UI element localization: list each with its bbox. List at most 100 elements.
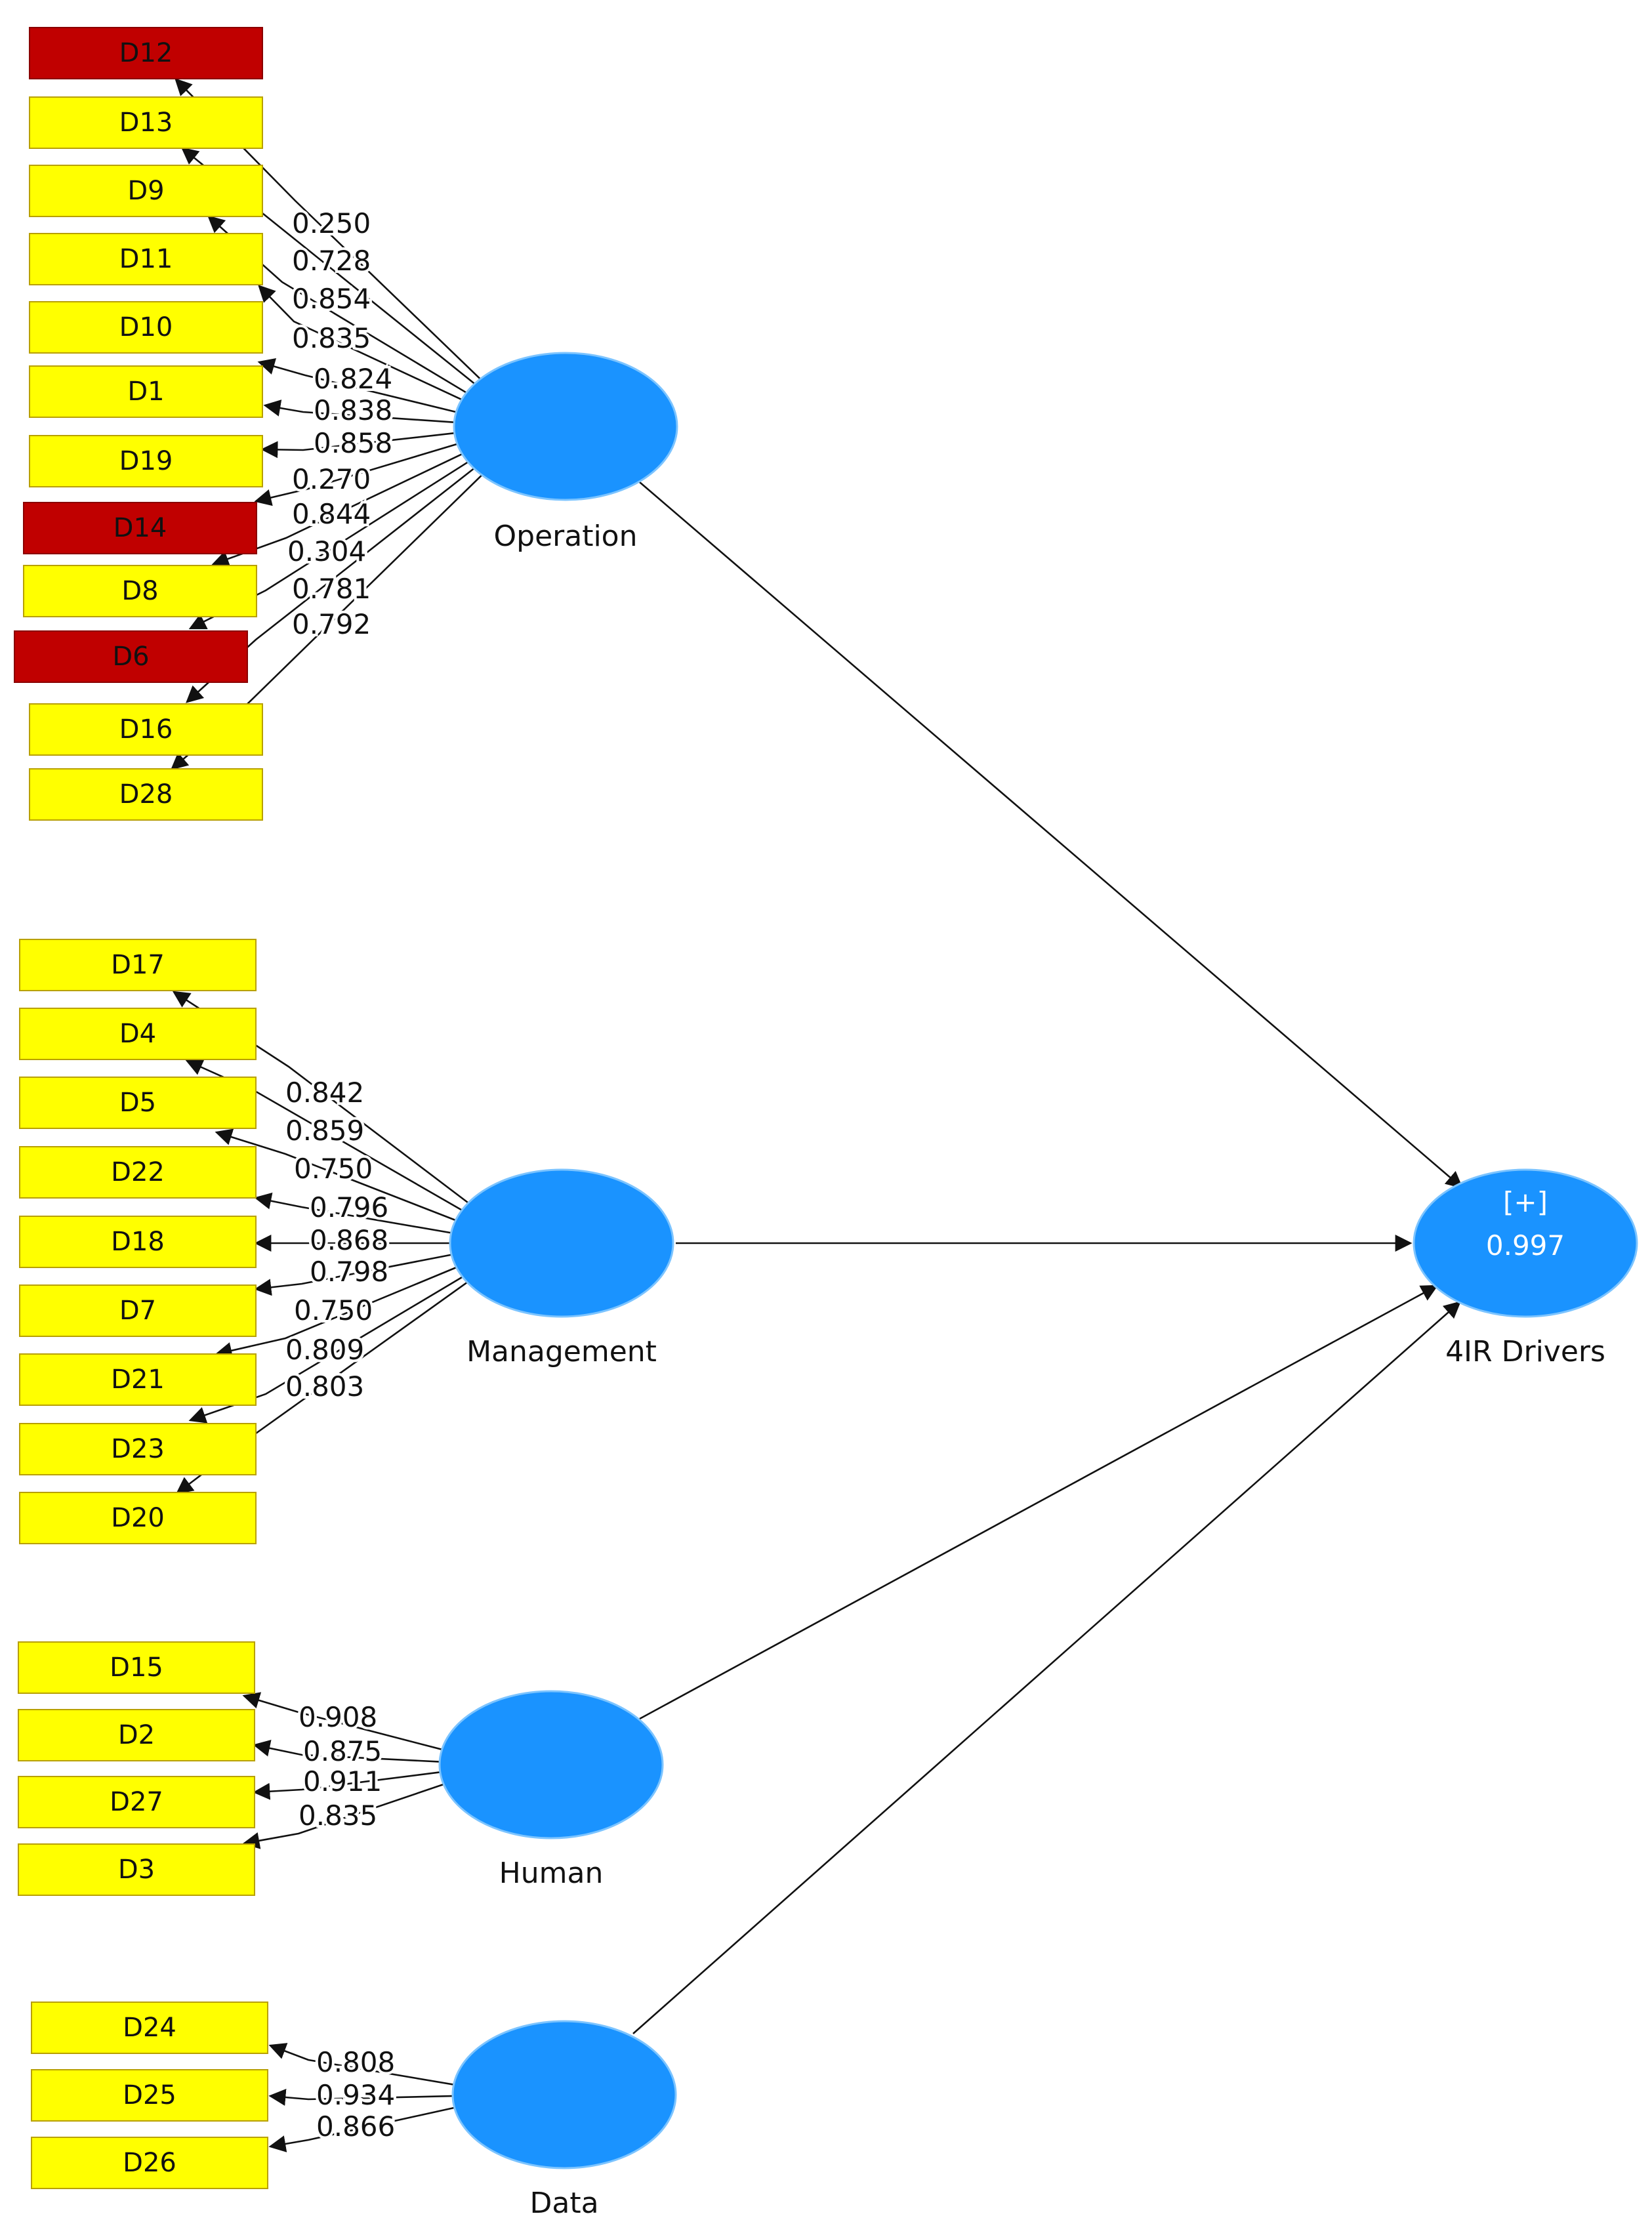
loading-value-d13: 0.728 — [292, 245, 371, 277]
indicator-box-d8 — [23, 565, 257, 617]
indicator-box-d4 — [19, 1008, 257, 1060]
loading-line-d11 — [258, 285, 465, 401]
construct-human — [438, 1690, 664, 1839]
indicator-box-d27 — [18, 1776, 255, 1828]
indicator-box-d5 — [19, 1077, 257, 1129]
indicator-label-d11: D11 — [119, 244, 173, 274]
indicator-box-d22 — [19, 1146, 257, 1199]
loading-value-d24: 0.808 — [316, 2046, 395, 2078]
indicator-label-d10: D10 — [119, 312, 173, 342]
indicator-box-d1 — [29, 365, 263, 418]
indicator-box-d16 — [29, 703, 263, 756]
loading-line-d27 — [253, 1771, 443, 1800]
loading-value-d21: 0.750 — [294, 1294, 373, 1326]
indicator-box-d7 — [19, 1284, 257, 1337]
loading-line-d24 — [268, 2043, 457, 2086]
indicator-box-d17 — [19, 939, 257, 991]
loading-value-d9: 0.854 — [292, 283, 371, 315]
indicator-label-d13: D13 — [119, 108, 173, 138]
indicator-label-d23: D23 — [111, 1434, 165, 1464]
loading-value-d27: 0.911 — [303, 1765, 382, 1797]
indicator-label-d25: D25 — [123, 2080, 176, 2110]
loading-line-d10 — [257, 358, 459, 414]
loading-value-d19: 0.858 — [314, 427, 392, 459]
loading-value-d16: 0.781 — [292, 573, 371, 605]
indicator-box-d18 — [19, 1216, 257, 1268]
loading-value-d8: 0.844 — [292, 498, 371, 530]
loading-value-d26: 0.866 — [316, 2110, 395, 2143]
indicator-label-d28: D28 — [119, 779, 173, 810]
indicator-box-d2 — [18, 1709, 255, 1761]
indicator-label-d19: D19 — [119, 446, 173, 476]
loading-line-d3 — [242, 1782, 446, 1849]
loading-value-d28: 0.792 — [292, 608, 371, 640]
indicator-label-d14: D14 — [114, 513, 167, 543]
indicator-box-d23 — [19, 1423, 257, 1475]
loading-line-d19 — [260, 432, 457, 459]
indicator-box-d11 — [29, 233, 263, 285]
indicator-label-d17: D17 — [111, 950, 165, 980]
indicator-box-d9 — [29, 165, 263, 217]
indicator-boxes: D12D13D9D11D10D1D19D14D8D6D16D28D17D4D5D… — [14, 27, 268, 2189]
loading-value-d14: 0.270 — [292, 463, 371, 495]
indicator-label-d26: D26 — [123, 2148, 176, 2178]
indicator-label-d1: D1 — [127, 377, 164, 407]
indicator-box-d20 — [19, 1492, 257, 1544]
indicator-label-d3: D3 — [118, 1855, 155, 1885]
indicator-label-d20: D20 — [111, 1503, 165, 1533]
indicator-box-d28 — [29, 768, 263, 821]
loading-line-d14 — [254, 442, 460, 506]
path-human-to-drivers — [639, 1284, 1439, 1720]
loading-line-d21 — [215, 1265, 459, 1359]
indicator-label-d4: D4 — [119, 1019, 156, 1049]
indicator-box-d14 — [23, 502, 257, 554]
indicator-box-d24 — [31, 2002, 268, 2054]
loading-value-d22: 0.796 — [310, 1191, 388, 1223]
indicator-label-d6: D6 — [112, 642, 149, 672]
indicator-box-d3 — [18, 1843, 255, 1896]
indicator-label-d22: D22 — [111, 1157, 165, 1187]
indicator-label-d12: D12 — [119, 38, 173, 68]
loading-value-d10: 0.824 — [314, 363, 392, 395]
indicator-label-d16: D16 — [119, 714, 173, 745]
loading-value-d2: 0.875 — [303, 1735, 382, 1767]
loading-value-d17: 0.842 — [285, 1077, 364, 1109]
path-data-to-drivers — [632, 1301, 1461, 2034]
indicator-box-d26 — [31, 2137, 268, 2189]
loading-value-d7: 0.798 — [310, 1256, 388, 1288]
loading-line-d25 — [268, 2089, 455, 2106]
loading-line-d2 — [253, 1740, 442, 1763]
construct-label-operation: Operation — [494, 520, 638, 553]
construct-drivers — [1413, 1168, 1638, 1318]
construct-label-data: Data — [529, 2187, 598, 2220]
path-operation-to-drivers — [639, 482, 1463, 1189]
indicator-box-d6 — [14, 630, 248, 683]
indicator-label-d21: D21 — [111, 1365, 165, 1395]
loading-value-d3: 0.835 — [299, 1799, 377, 1832]
indicator-label-d18: D18 — [111, 1227, 165, 1257]
loading-line-d1 — [263, 400, 457, 424]
expand-symbol: [+] — [1503, 1186, 1548, 1218]
loading-value-d6: 0.304 — [287, 535, 366, 567]
indicator-label-d5: D5 — [119, 1088, 156, 1118]
loading-value-d25: 0.934 — [316, 2079, 395, 2111]
indicator-box-d21 — [19, 1353, 257, 1406]
indicator-label-d8: D8 — [121, 576, 158, 606]
construct-operation — [453, 352, 678, 501]
loading-value-d12: 0.250 — [292, 207, 371, 239]
construct-label-drivers: 4IR Drivers — [1445, 1335, 1605, 1368]
indicator-label-d15: D15 — [110, 1653, 163, 1683]
loading-value-d1: 0.838 — [314, 394, 392, 426]
loading-value-d5: 0.750 — [294, 1153, 373, 1185]
loading-value-d15: 0.908 — [299, 1701, 377, 1733]
construct-management — [449, 1168, 674, 1318]
indicator-label-d7: D7 — [119, 1296, 156, 1326]
loading-value-d18: 0.868 — [310, 1224, 388, 1256]
loading-line-d7 — [254, 1253, 454, 1296]
indicator-box-d19 — [29, 435, 263, 487]
indicator-label-d24: D24 — [123, 2013, 176, 2043]
construct-label-human: Human — [499, 1857, 604, 1890]
